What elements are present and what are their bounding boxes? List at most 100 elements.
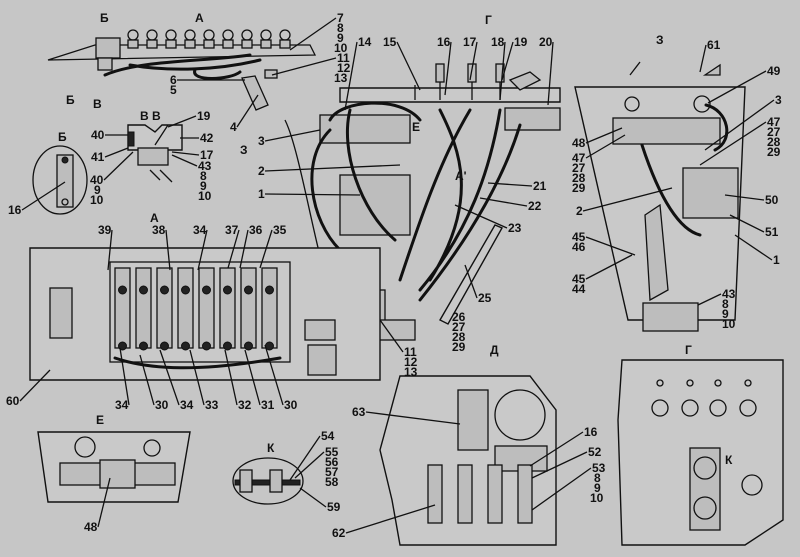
callout-number: 13 bbox=[404, 365, 418, 379]
fuse-terminal bbox=[223, 341, 232, 351]
callout-number: 8 bbox=[337, 21, 344, 35]
leader-line bbox=[379, 319, 404, 353]
leader-line bbox=[165, 229, 171, 271]
callout-number: 21 bbox=[533, 179, 547, 193]
view-title: К bbox=[267, 441, 275, 455]
leader-line bbox=[227, 229, 240, 269]
callout-number: 63 bbox=[352, 405, 366, 419]
switch-body bbox=[241, 39, 253, 49]
section-vv-bracket bbox=[127, 124, 183, 183]
fuse-holder bbox=[177, 267, 194, 349]
leader-line bbox=[264, 344, 284, 406]
leader-line bbox=[582, 187, 673, 212]
view-title: А bbox=[150, 211, 159, 225]
leader-line bbox=[499, 41, 506, 101]
callout-number: 54 bbox=[321, 429, 335, 443]
leader-line bbox=[224, 349, 238, 406]
switch-knob-icon bbox=[222, 29, 234, 41]
leader-line bbox=[197, 229, 208, 271]
view-g-plate bbox=[617, 359, 784, 546]
callout-number: 27 bbox=[767, 125, 781, 139]
fuse-holder bbox=[240, 267, 257, 349]
leader-line bbox=[585, 134, 626, 159]
callout-number: 43 bbox=[198, 159, 212, 173]
fuse-terminal bbox=[244, 285, 253, 295]
leader-line bbox=[729, 214, 765, 233]
leader-line bbox=[19, 369, 51, 402]
leader-line bbox=[171, 154, 198, 167]
switch-knob-icon bbox=[203, 29, 215, 41]
leader-line bbox=[344, 41, 358, 111]
view-title: К bbox=[725, 453, 733, 467]
leader-line bbox=[104, 147, 129, 158]
callout-number: 12 bbox=[337, 61, 351, 75]
callout-number: 55 bbox=[325, 445, 339, 459]
callout-number: 13 bbox=[334, 71, 348, 85]
toggle-switch-icon bbox=[681, 399, 699, 417]
callout-number: 36 bbox=[249, 223, 263, 237]
callout-number: 46 bbox=[572, 240, 586, 254]
leader-line bbox=[734, 234, 773, 261]
callout-number: 44 bbox=[572, 282, 586, 296]
callout-number: 47 bbox=[572, 151, 586, 165]
callout-number: 33 bbox=[205, 398, 219, 412]
callout-number: 8 bbox=[200, 169, 207, 183]
fuse-terminal bbox=[139, 285, 148, 295]
switch-body bbox=[203, 39, 215, 49]
callout-number: 27 bbox=[572, 161, 586, 175]
callout-number: 9 bbox=[594, 481, 601, 495]
callout-number: 52 bbox=[588, 445, 602, 459]
fuse-holder bbox=[198, 267, 215, 349]
callout-number: 60 bbox=[6, 394, 20, 408]
view-title: Б bbox=[100, 11, 109, 25]
fuse-terminal bbox=[223, 285, 232, 295]
switch-knob-icon bbox=[279, 29, 291, 41]
top-switch-rail bbox=[47, 29, 317, 111]
screw-icon bbox=[744, 379, 752, 387]
callout-number: 14 bbox=[358, 35, 372, 49]
fuse-terminal bbox=[139, 341, 148, 351]
leader-line bbox=[704, 99, 775, 151]
callout-number: 62 bbox=[332, 526, 346, 540]
leader-line bbox=[289, 435, 321, 481]
view-title: А bbox=[195, 11, 204, 25]
leader-line bbox=[699, 44, 707, 73]
view-title: Д bbox=[490, 343, 499, 357]
fuse-terminal bbox=[244, 341, 253, 351]
fuse-holder bbox=[261, 267, 278, 349]
callout-number: 23 bbox=[508, 221, 522, 235]
leader-line bbox=[264, 164, 401, 172]
leader-line bbox=[345, 504, 436, 534]
callout-number: 49 bbox=[767, 64, 781, 78]
fuse-block bbox=[457, 464, 473, 524]
fuse-terminal bbox=[202, 341, 211, 351]
callout-number: 2 bbox=[258, 164, 265, 178]
callout-number: 22 bbox=[528, 199, 542, 213]
leader-line bbox=[159, 349, 180, 406]
callout-number: 48 bbox=[572, 136, 586, 150]
callout-number: 28 bbox=[572, 171, 586, 185]
view-d-plate bbox=[379, 375, 557, 546]
callout-number: 5 bbox=[170, 83, 177, 97]
callout-number: 4 bbox=[230, 120, 237, 134]
callout-number: 51 bbox=[765, 225, 779, 239]
callout-number: 50 bbox=[765, 193, 779, 207]
fuse-holder bbox=[219, 267, 236, 349]
callout-number: 25 bbox=[478, 291, 492, 305]
view-a-plate bbox=[29, 247, 381, 381]
leader-line bbox=[365, 411, 461, 425]
fuse-terminal bbox=[202, 285, 211, 295]
fuse-terminal bbox=[160, 285, 169, 295]
switch-body bbox=[127, 39, 139, 49]
leader-line bbox=[479, 197, 528, 207]
callout-number: 19 bbox=[197, 109, 211, 123]
callout-number: 53 bbox=[592, 461, 606, 475]
leader-line bbox=[697, 293, 722, 306]
leader-line bbox=[264, 193, 361, 196]
leader-line bbox=[21, 181, 66, 211]
toggle-switch-icon bbox=[709, 399, 727, 417]
switch-body bbox=[146, 39, 158, 49]
view-title: В В bbox=[140, 109, 161, 123]
